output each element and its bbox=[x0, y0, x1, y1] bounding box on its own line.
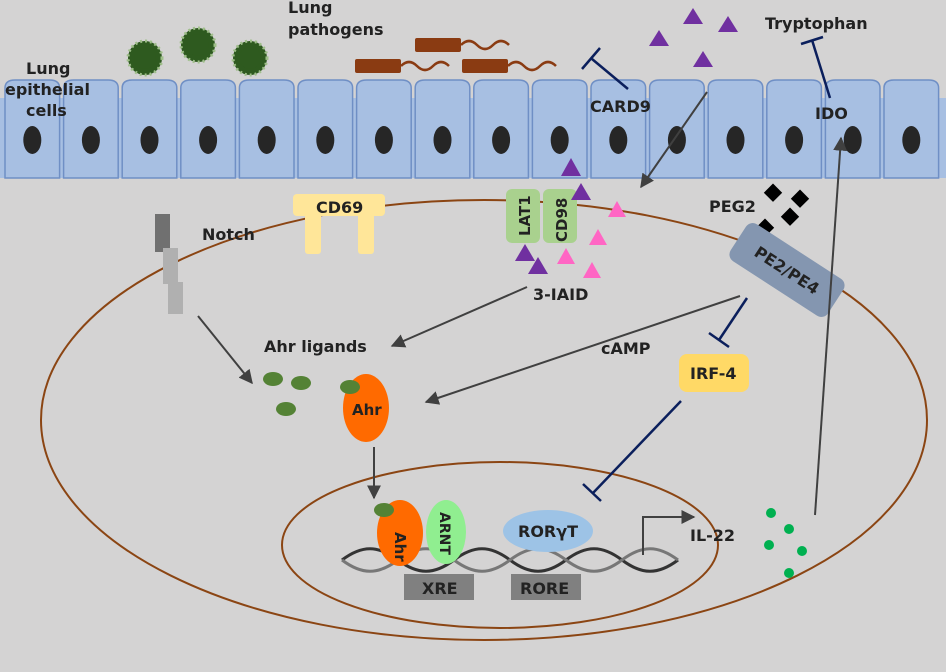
ahr-bound-ligand bbox=[340, 380, 360, 394]
epithelial-nucleus bbox=[199, 126, 218, 154]
epithelial-nucleus bbox=[433, 126, 452, 154]
iaid-label: 3-IAID bbox=[533, 285, 588, 304]
arnt-protein bbox=[426, 500, 466, 564]
cd69-label: CD69 bbox=[316, 198, 363, 217]
tryptophan-label: Tryptophan bbox=[765, 14, 868, 33]
lung-pathogens-label-line1: Lung bbox=[288, 0, 332, 17]
cell-membrane bbox=[40, 199, 928, 641]
ahr-ligand-dots bbox=[263, 372, 311, 416]
epithelial-nucleus bbox=[843, 126, 862, 154]
epithelial-nucleus bbox=[81, 126, 100, 154]
camp-to-ahr-arrow bbox=[424, 295, 741, 405]
cd69-receptor bbox=[293, 194, 385, 254]
lung-epithelial-label-line1: Lung bbox=[26, 59, 70, 78]
lung-epithelial-label-line3: cells bbox=[26, 101, 67, 120]
notch-to-ligands-arrow bbox=[197, 315, 253, 385]
iaid-to-ligands-arrow bbox=[390, 286, 528, 348]
irf4-label: IRF-4 bbox=[690, 364, 736, 383]
epithelial-nucleus bbox=[667, 126, 686, 154]
xre-box bbox=[404, 574, 474, 600]
epithelial-nucleus bbox=[374, 126, 393, 154]
epithelial-nucleus bbox=[726, 126, 745, 154]
virus-particle bbox=[179, 26, 217, 64]
peg2-label: PEG2 bbox=[709, 197, 756, 216]
transcription-start-arrow bbox=[642, 510, 696, 555]
peg2-molecules bbox=[755, 183, 810, 237]
epithelial-nucleus bbox=[609, 126, 628, 154]
camp-label: cAMP bbox=[601, 339, 651, 358]
epithelial-nucleus bbox=[316, 126, 335, 154]
il22-to-ido-arrow bbox=[814, 136, 848, 516]
bacterial-pathogens bbox=[355, 38, 557, 73]
iaid-pink-triangles bbox=[557, 201, 626, 278]
epithelial-nucleus bbox=[140, 126, 159, 154]
ahr-nuclear-label: Ahr bbox=[391, 532, 409, 562]
rore-box bbox=[511, 574, 581, 600]
rore-label: RORE bbox=[520, 579, 569, 598]
xre-label: XRE bbox=[422, 579, 458, 598]
ahr-nuclear-ligand bbox=[374, 503, 394, 517]
iaid-purple-triangles bbox=[515, 158, 591, 274]
epithelial-nucleus bbox=[492, 126, 511, 154]
ido-inhibits-tryptophan bbox=[800, 35, 832, 99]
irf4-box bbox=[679, 354, 749, 392]
bacterium bbox=[462, 59, 508, 73]
lung-epithelial-label-line2: epithelial bbox=[5, 80, 90, 99]
lung-pathogens-label-line2: pathogens bbox=[288, 20, 384, 39]
bacterium bbox=[355, 59, 401, 73]
pe2-inhibits-irf4 bbox=[708, 297, 749, 349]
tryptophan-metabolites bbox=[649, 8, 738, 67]
epithelial-nucleus bbox=[785, 126, 804, 154]
virus-particle bbox=[231, 39, 269, 77]
card9-label: CARD9 bbox=[590, 97, 651, 116]
arnt-label: ARNT bbox=[436, 512, 452, 555]
ahr-label: Ahr bbox=[352, 401, 382, 419]
epithelial-nucleus bbox=[550, 126, 569, 154]
lat1-label: LAT1 bbox=[516, 195, 534, 236]
nucleus-membrane bbox=[281, 461, 719, 629]
lung-epithelium bbox=[0, 79, 946, 179]
lat1-transporter: LAT1 bbox=[506, 189, 540, 243]
rorgt-protein bbox=[503, 510, 593, 552]
virus-particle bbox=[126, 39, 164, 77]
epithelial-nucleus bbox=[257, 126, 276, 154]
notch-receptor bbox=[155, 214, 183, 314]
ahr-ligands-label: Ahr ligands bbox=[264, 337, 367, 356]
bacterium bbox=[415, 38, 461, 52]
epithelial-nucleus bbox=[902, 126, 921, 154]
ido-label: IDO bbox=[815, 104, 848, 123]
irf4-inhibits-rorgt bbox=[582, 400, 682, 502]
rorgt-label: RORγT bbox=[518, 522, 578, 541]
cd98-label: CD98 bbox=[553, 198, 571, 242]
viral-pathogens bbox=[126, 26, 269, 77]
epithelial-nucleus bbox=[23, 126, 42, 154]
ahr-nuclear bbox=[377, 500, 423, 566]
cd98-transporter: CD98 bbox=[543, 189, 577, 243]
activation-arrows bbox=[197, 91, 848, 516]
il22-molecules bbox=[764, 508, 807, 578]
il22-label: IL-22 bbox=[690, 526, 735, 545]
notch-label: Notch bbox=[202, 225, 255, 244]
pathogen-to-cell-arrow bbox=[640, 91, 708, 189]
card9-inhibition bbox=[581, 47, 629, 90]
